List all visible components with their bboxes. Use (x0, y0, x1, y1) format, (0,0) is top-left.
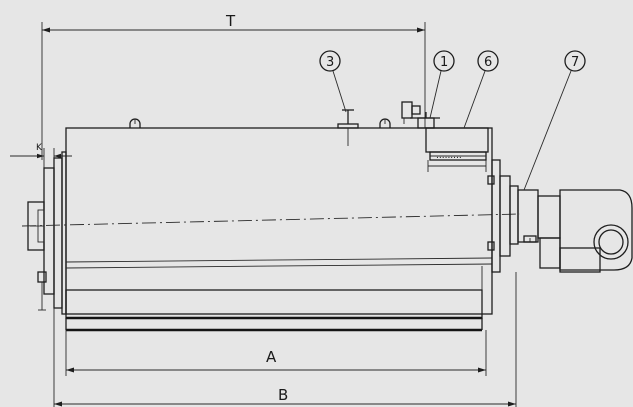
burner (523, 189, 633, 273)
dimension-b-label: B (278, 386, 288, 404)
callout-7-label: 7 (571, 55, 579, 70)
outlet-nozzle (401, 101, 440, 129)
callout-1-label: 1 (440, 55, 448, 70)
callout-6: 6 (463, 50, 499, 129)
dimension-t: T (41, 12, 426, 160)
flue-dim-label: ......... (436, 151, 462, 161)
dimension-k: K (10, 143, 72, 172)
callout-3: 3 (319, 50, 347, 113)
callout-1: 1 (429, 50, 455, 119)
centre-line (21, 213, 521, 227)
base-frame (65, 257, 493, 332)
callout-6-label: 6 (484, 55, 492, 70)
callout-7: 7 (523, 50, 586, 191)
callout-3-label: 3 (326, 55, 334, 70)
dimension-a: A (65, 330, 487, 376)
flue-outlet: ......... (425, 127, 489, 172)
dimension-a-label: A (266, 348, 277, 366)
boiler-shell (65, 109, 493, 315)
dimension-b: B (53, 272, 517, 407)
dimension-t-label: T (225, 12, 236, 30)
rear-plate (487, 159, 539, 273)
dimension-k-label: K (36, 143, 43, 153)
front-door (27, 151, 67, 315)
